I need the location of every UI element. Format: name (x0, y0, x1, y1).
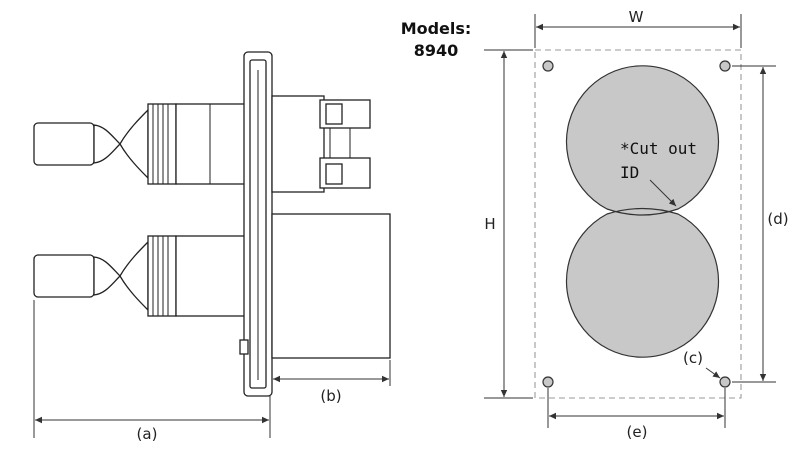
title-line1: Models: (401, 19, 472, 38)
label-b: (b) (320, 387, 341, 405)
label-e: (e) (627, 423, 648, 441)
dimension-e: (e) (547, 388, 726, 441)
mount-hole-tr (719, 60, 731, 72)
cutout-shape (565, 65, 720, 358)
dimension-d: (d) (732, 65, 789, 383)
dimension-b: (b) (273, 360, 391, 405)
dimension-h: H (484, 49, 533, 399)
dimension-c: (c) (683, 349, 721, 379)
label-d: (d) (767, 210, 788, 228)
label-c: (c) (683, 349, 703, 367)
dimension-w: W (534, 8, 742, 48)
cutout-note-line2: ID (620, 163, 639, 182)
upper-handle (33, 103, 249, 185)
mounting-plate (239, 51, 273, 397)
panel-cutout-view: *Cut out ID W H (d) (e) (484, 8, 789, 441)
rear-connectors (271, 95, 371, 193)
lower-handle (33, 235, 249, 317)
cutout-note-line1: *Cut out (620, 139, 697, 158)
label-w: W (629, 8, 644, 26)
mount-hole-br (719, 376, 731, 388)
rear-housing (271, 213, 391, 359)
model-title: Models: 8940 (401, 19, 472, 60)
side-view: (a) (b) (33, 51, 391, 443)
label-h: H (484, 215, 495, 233)
label-a: (a) (137, 425, 158, 443)
title-line2: 8940 (414, 41, 459, 60)
mount-hole-tl (542, 60, 554, 72)
dimension-a: (a) (33, 300, 271, 443)
mount-hole-bl (542, 376, 554, 388)
panel-outline (534, 49, 742, 399)
